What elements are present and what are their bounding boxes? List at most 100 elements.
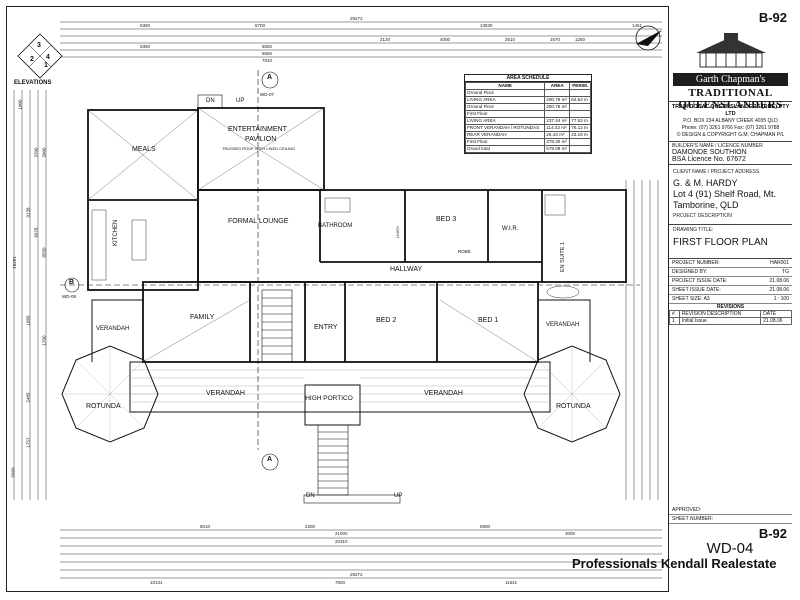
area-schedule-cell: 114.42 m²: [544, 124, 571, 132]
area-schedule-row: First Floor: [464, 110, 591, 118]
company-address: P.O. BOX 234 ALBANY CREEK 4035 QLD: [683, 118, 778, 124]
room-label-wir: W.I.R.: [502, 226, 519, 232]
room-label-family: FAMILY: [190, 314, 215, 321]
builder-label: BUILDER'S NAME / LICENCE NUMBER: [672, 143, 763, 149]
project-detail-key: DESIGNED BY:: [672, 269, 708, 275]
area-schedule-cell: First Floor: [464, 138, 546, 146]
approved-row: APPROVED:: [669, 506, 792, 515]
area-schedule-cell: [569, 89, 591, 97]
builder-licence: BSA Licence No. 67672: [672, 156, 746, 163]
dimension: 29272: [350, 572, 363, 577]
section-mark-top: A: [267, 74, 273, 81]
revision-header: #: [669, 310, 680, 318]
builder-name: DAMONDE SOUTHION: [672, 149, 747, 156]
area-schedule-cell: [544, 110, 571, 118]
brand-line1: Garth Chapman's: [673, 73, 788, 86]
area-schedule-cell: LIVING AREA: [464, 96, 546, 104]
room-label-pavilion: PAVILION: [245, 136, 277, 143]
elevations-label: ELEVATIONS: [14, 80, 52, 86]
company-copyright: © DESIGN & COPYRIGHT G.M. CHAPMAN P/L: [676, 132, 785, 138]
client-label: CLIENT NAME / PROJECT ADDRESS: [673, 169, 760, 175]
floor-plan: [13, 21, 662, 579]
dimension: 9138: [25, 207, 31, 218]
room-label-rotunda-left: ROTUNDA: [86, 403, 121, 410]
area-schedule-header: NAME: [464, 82, 546, 90]
house-logo-icon: [696, 33, 766, 68]
section-mark-left-ref: WD-08: [62, 294, 77, 299]
company-name: TRADITIONAL QUEENSLANDERS (RNE) PTY LTD: [671, 104, 790, 117]
dimension: 1670: [550, 37, 561, 42]
section-mark-left: B: [69, 279, 75, 286]
area-schedule-header: AREA: [544, 82, 571, 90]
area-schedule-cell: 76.12 m: [569, 124, 591, 132]
project-detail-value: 21.08.06: [769, 278, 789, 284]
area-schedule-table: AREA SCHEDULE NAME AREA PERIM. Ground Fl…: [464, 74, 592, 154]
area-schedule-title: AREA SCHEDULE: [465, 75, 591, 82]
project-detail-value: 1 : 100: [773, 296, 789, 302]
revision-header: DATE: [760, 310, 792, 318]
stair-label-dn-front: DN: [306, 493, 315, 499]
dimension: 2510: [505, 37, 516, 42]
sheet-number-label: SHEET NUMBER:: [672, 516, 714, 522]
project-detail-key: SHEET SIZE: A3: [672, 296, 710, 302]
elevation-number: 4: [46, 54, 50, 61]
dimension: 7500: [335, 580, 346, 585]
dimension: 18281: [11, 256, 17, 269]
dimension: 20310: [335, 539, 348, 544]
project-detail-key: SHEET ISSUE DATE:: [672, 287, 721, 293]
drawing-title-section: DRAWING TITLE: FIRST FLOOR PLAN: [669, 225, 792, 259]
dimension: 13530: [480, 23, 493, 28]
room-label-entry: ENTRY: [314, 324, 338, 331]
area-schedule-cell: First Floor: [464, 110, 546, 118]
dimension: 5350: [140, 44, 151, 49]
client-name: G. & M. HARDY: [673, 178, 738, 188]
elevation-number: 2: [30, 56, 34, 63]
dimension: 3000: [565, 531, 576, 536]
revision-cell: Initial Issue: [678, 317, 762, 325]
project-detail-row: PROJECT ISSUE DATE: 21.08.06: [669, 277, 792, 286]
north-arrow-icon: [635, 25, 662, 51]
area-schedule-cell: 579.09 m²: [544, 145, 571, 153]
stair-label-up-front: UP: [394, 493, 403, 499]
area-schedule-cell: 200.78 m²: [544, 103, 571, 111]
dimension: 2200: [305, 524, 316, 529]
room-label-bed2: BED 2: [376, 317, 397, 324]
dimension: 1700: [41, 335, 47, 346]
revision-header: REVISION DESCRIPTION: [678, 310, 762, 318]
title-block: B-92 Garth Chapman's TRADITIONAL QUEENSL…: [668, 6, 792, 592]
revision-cell: 1: [669, 317, 680, 325]
builder-section: BUILDER'S NAME / LICENCE NUMBER DAMONDE …: [669, 142, 792, 165]
project-detail-key: PROJECT ISSUE DATE:: [672, 278, 728, 284]
dimension: 6900: [480, 524, 491, 529]
drawing-title-label: DRAWING TITLE:: [673, 227, 714, 233]
revisions-title: REVISIONS: [716, 304, 745, 310]
room-label-formal-lounge: FORMAL LOUNGE: [228, 218, 289, 225]
drawing-number: WD-04: [706, 540, 754, 557]
company-info: TRADITIONAL QUEENSLANDERS (RNE) PTY LTD …: [669, 102, 792, 142]
room-note-pavilion: TRUSSED ROOF WITH LINED CEILING: [222, 146, 296, 151]
brand-line2: TRADITIONAL QUEENSLANDERS: [678, 87, 783, 111]
elevation-number: 1: [44, 62, 48, 69]
area-schedule-cell: REAR VERANDAH: [464, 131, 546, 139]
dimension: 10131: [150, 580, 163, 585]
brand-logo: Garth Chapman's TRADITIONAL QUEENSLANDER…: [669, 29, 792, 111]
approved-label: APPROVED:: [672, 507, 702, 513]
area-schedule-cell: 378.30 m²: [544, 138, 571, 146]
dimension: 29272: [350, 16, 363, 21]
area-schedule-cell: [544, 89, 571, 97]
dimension: 8978: [33, 227, 39, 238]
room-label-verandah-front-left: VERANDAH: [206, 390, 245, 397]
dimension: 1757: [25, 437, 31, 448]
dimension: 4000: [440, 37, 451, 42]
revision-row: 1 Initial Issue 21.08.06: [669, 317, 792, 325]
project-detail-row: PROJECT NUMBER:HAR001: [669, 259, 792, 268]
footer-watermark: Professionals Kendall Realestate: [572, 556, 777, 571]
room-label-kitchen: KITCHEN: [113, 219, 119, 246]
room-label-verandah-right: VERANDAH: [546, 322, 580, 328]
dimension: 2485: [25, 392, 31, 403]
client-section: CLIENT NAME / PROJECT ADDRESS G. & M. HA…: [669, 165, 792, 225]
